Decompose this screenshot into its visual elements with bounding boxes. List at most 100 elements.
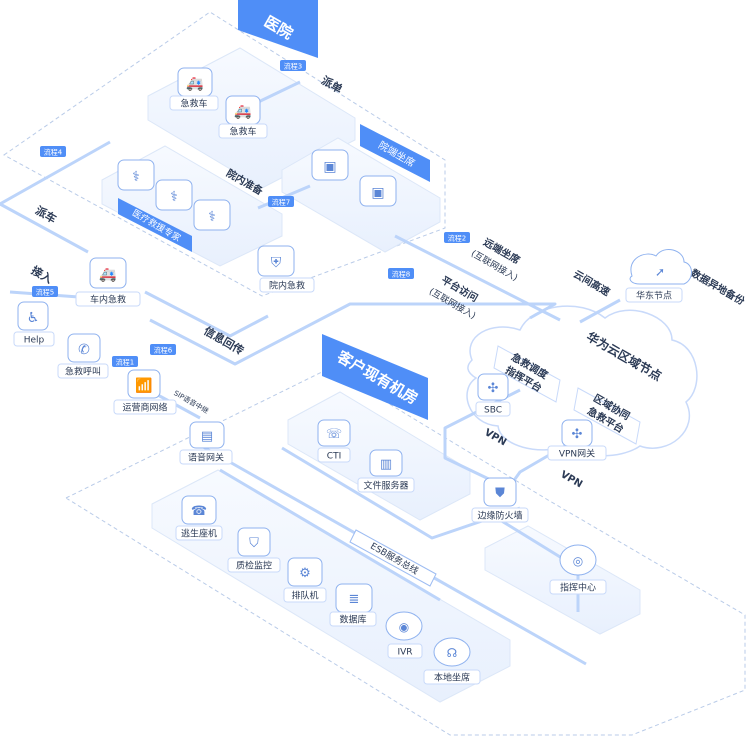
line-remote-seat: [394, 234, 561, 322]
flow-badge-6: 流程6: [150, 344, 176, 355]
svg-text:急救车: 急救车: [229, 126, 256, 138]
svg-text:流程4: 流程4: [44, 148, 63, 157]
node-expert-b[interactable]: ⚕: [155, 179, 193, 211]
svg-text:流程5: 流程5: [36, 288, 54, 297]
svg-text:华东节点: 华东节点: [636, 290, 672, 302]
flow-badge-4: 流程4: [40, 146, 66, 157]
node-hospital-seat-b[interactable]: ▣: [359, 175, 397, 207]
node-expert-c[interactable]: ⚕: [193, 199, 231, 231]
svg-text:流程2: 流程2: [448, 234, 466, 243]
svg-text:逃生座机: 逃生座机: [181, 528, 217, 540]
svg-text:Help: Help: [24, 336, 45, 346]
svg-text:指挥中心: 指挥中心: [560, 582, 596, 594]
node-carrier-network[interactable]: 📶 运营商网络: [113, 369, 177, 415]
flow-badge-2: 流程2: [444, 232, 470, 243]
node-east-china[interactable]: ➚ 华东节点: [625, 248, 692, 303]
info-return-label: 信息回传: [201, 323, 246, 357]
svg-text:流程6: 流程6: [154, 346, 173, 355]
database-icon: ≣: [349, 592, 360, 607]
monitor-icon: ▣: [371, 185, 384, 201]
dispatch-order-label: 派单: [319, 73, 345, 96]
node-ambulance-1[interactable]: 🚑 急救车: [169, 67, 219, 111]
svg-text:流程8: 流程8: [392, 270, 410, 279]
ambulance-icon: 🚑: [99, 267, 116, 283]
region-title-hospital: 医院: [238, 0, 318, 58]
node-file-server[interactable]: ▥ 文件服务器: [357, 449, 415, 493]
node-voice-gateway[interactable]: ▤ 语音网关: [179, 421, 233, 465]
svg-text:流程1: 流程1: [116, 358, 134, 367]
svg-text:质检监控: 质检监控: [236, 560, 272, 572]
line-left-trunk: [0, 140, 111, 254]
command-icon: ◎: [573, 554, 583, 568]
node-vpn-gateway[interactable]: ✣ VPN网关: [547, 419, 607, 461]
gear-icon: ⚙: [299, 566, 311, 581]
svg-text:排队机: 排队机: [291, 590, 318, 602]
gateway-icon: ▤: [201, 429, 213, 444]
flow-badge-3: 流程3: [280, 60, 306, 71]
node-database[interactable]: ≣ 数据库: [329, 583, 377, 627]
router-icon: ✣: [488, 381, 499, 396]
data-backup-label: 数据异地备份: [689, 266, 748, 308]
doctor-icon: ⚕: [170, 189, 178, 205]
node-emergency-call[interactable]: ✆ 急救呼叫: [57, 333, 109, 379]
node-escape-seat[interactable]: ☎ 逃生座机: [175, 495, 223, 541]
svg-text:语音网关: 语音网关: [188, 452, 224, 464]
svg-text:院内急救: 院内急救: [269, 280, 305, 292]
svg-text:流程3: 流程3: [284, 62, 302, 71]
desk-phone-icon: ☎: [191, 504, 207, 519]
ambulance-icon: 🚑: [186, 76, 203, 92]
node-cti[interactable]: ☏ CTI: [317, 419, 351, 463]
node-command-center[interactable]: ◎ 指挥中心: [549, 544, 607, 595]
svg-text:边缘防火墙: 边缘防火墙: [477, 510, 522, 522]
pickup-label: 接入: [29, 263, 55, 286]
node-local-seat[interactable]: ☊ 本地坐席: [423, 637, 481, 685]
node-ivr[interactable]: ◉ IVR: [385, 611, 423, 659]
node-in-car-rescue[interactable]: 🚑 车内急救: [75, 257, 141, 307]
phone-icon: ✆: [78, 342, 90, 358]
node-ambulance-2[interactable]: 🚑 急救车: [218, 95, 268, 139]
flow-badge-7: 流程7: [268, 196, 294, 207]
hospital-region-outline: [3, 11, 446, 297]
node-queue-machine[interactable]: ⚙ 排队机: [283, 557, 327, 603]
svg-text:SBC: SBC: [484, 406, 502, 416]
file-icon: ▥: [380, 457, 392, 472]
ivr-icon: ◉: [399, 620, 409, 634]
flow-badge-5: 流程5: [32, 286, 58, 297]
firewall-icon: ⛊: [495, 486, 505, 501]
flow-badge-8: 流程8: [388, 268, 414, 279]
headset-icon: ☊: [447, 646, 458, 660]
cloud-transfer-label: 云间高速: [571, 267, 612, 298]
line-cloud-node: [579, 298, 621, 324]
flow-badges: 流程3 流程4 流程7 流程2 流程8 流程5 流程6 流程1: [32, 60, 470, 367]
node-edge-firewall[interactable]: ⛊ 边缘防火墙: [471, 477, 529, 523]
svg-text:车内急救: 车内急救: [90, 294, 126, 306]
svg-text:VPN网关: VPN网关: [559, 448, 595, 460]
vpn-bottom-label: VPN: [558, 469, 584, 490]
svg-text:CTI: CTI: [327, 452, 341, 462]
node-qc-monitor[interactable]: ⛉ 质检监控: [227, 527, 281, 573]
doctor-icon: ⚕: [208, 209, 216, 225]
node-expert-a[interactable]: ⚕: [117, 159, 155, 191]
node-in-hospital-rescue[interactable]: ⛨ 院内急救: [257, 245, 315, 293]
svg-text:运营商网络: 运营商网络: [122, 402, 167, 414]
stretcher-icon: ⛨: [271, 255, 282, 271]
node-sbc[interactable]: ✣ SBC: [475, 373, 511, 417]
flow-badge-1: 流程1: [112, 356, 138, 367]
line-bus-b: [219, 468, 441, 602]
svg-text:文件服务器: 文件服务器: [363, 480, 408, 492]
signal-icon: 📶: [135, 377, 152, 394]
monitor-icon: ▣: [323, 159, 336, 175]
node-hospital-seat-a[interactable]: ▣: [311, 149, 349, 181]
node-help[interactable]: ♿ Help: [13, 301, 55, 347]
svg-text:急救车: 急救车: [180, 98, 207, 110]
ambulance-icon: 🚑: [234, 104, 251, 120]
person-icon: ♿: [27, 310, 40, 326]
server-icon: ☏: [326, 427, 342, 442]
svg-text:急救呼叫: 急救呼叫: [65, 366, 101, 378]
svg-text:数据库: 数据库: [339, 614, 366, 626]
svg-text:流程7: 流程7: [272, 198, 290, 207]
shield-icon: ⛉: [249, 536, 259, 551]
router-icon: ✣: [572, 427, 583, 442]
